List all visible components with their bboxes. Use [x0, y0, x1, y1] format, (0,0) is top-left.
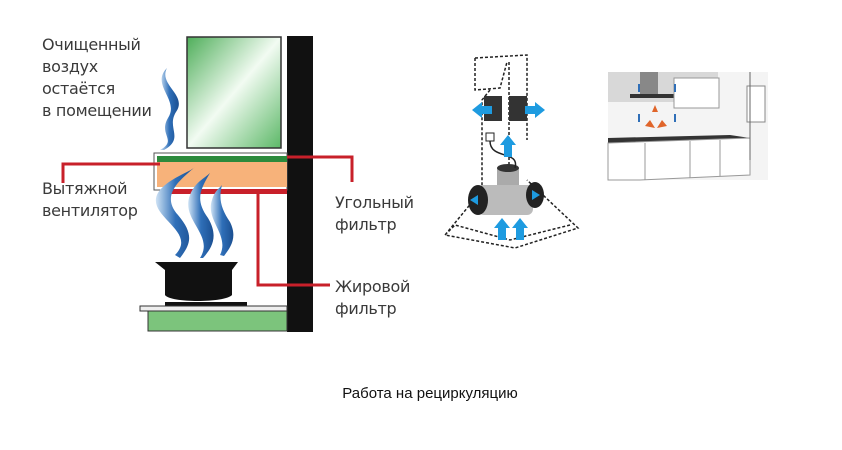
pot	[155, 262, 238, 301]
airflow-arrows	[470, 102, 545, 240]
grease-filter-pointer	[256, 192, 330, 287]
stovetop	[139, 305, 288, 312]
grease-filter-label: Жировой фильтр	[335, 276, 410, 320]
label-line: воздух	[42, 57, 98, 76]
label-line: вентилятор	[42, 201, 138, 220]
island-hood-illustration	[443, 54, 580, 249]
label-line: Вытяжной	[42, 179, 128, 198]
label-line: остаётся	[42, 79, 115, 98]
label-line: фильтр	[335, 215, 397, 234]
label-line: в помещении	[42, 101, 152, 120]
stove-burner	[165, 302, 247, 306]
kitchen-illustration	[607, 72, 768, 181]
clean-air-label: Очищенный воздух остаётся в помещении	[42, 34, 152, 122]
label-line: Очищенный	[42, 35, 141, 54]
exhaust-fan-label: Вытяжной вентилятор	[42, 178, 138, 222]
hood-schematic	[61, 36, 354, 332]
caption: Работа на рециркуляцию	[342, 385, 518, 402]
carbon-filter-pointer	[287, 155, 354, 182]
label-line: Жировой	[335, 277, 411, 296]
label-line: фильтр	[335, 299, 397, 318]
grease-filter	[170, 189, 287, 194]
wall	[287, 36, 313, 332]
wall-cabinet	[186, 36, 282, 149]
carbon-filter	[157, 156, 287, 162]
label-line: Угольный	[335, 193, 414, 212]
carbon-filter-label: Угольный фильтр	[335, 192, 414, 236]
counter	[147, 310, 288, 332]
exhaust-fan-pointer	[61, 162, 160, 183]
clean-air-steam	[160, 68, 179, 150]
cooking-steam	[155, 167, 195, 258]
fan-area	[157, 162, 287, 187]
